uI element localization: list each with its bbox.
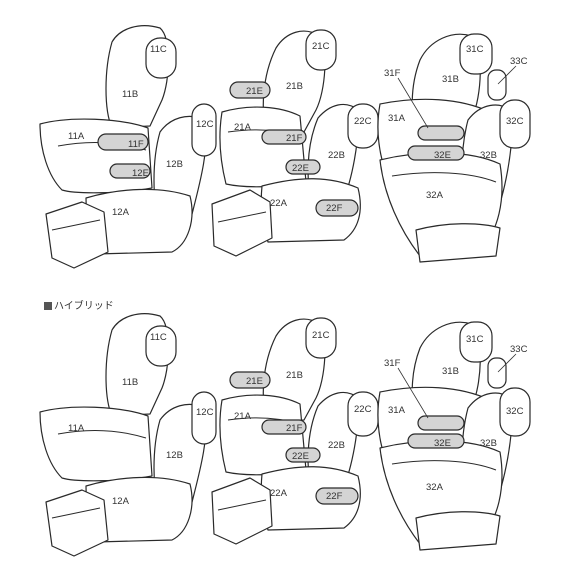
label-32C: 32C <box>506 116 524 127</box>
label-21F-hybrid: 21F <box>286 423 303 434</box>
leader-33C <box>497 65 517 85</box>
label-22A-hybrid: 22A <box>270 488 288 499</box>
label-31C-hybrid: 31C <box>466 334 484 345</box>
label-21F: 21F <box>286 133 303 144</box>
label-12A: 12A <box>112 207 130 218</box>
label-32A: 32A <box>426 190 444 201</box>
label-21A-hybrid: 21A <box>234 411 252 422</box>
label-32B-hybrid: 32B <box>480 438 497 449</box>
part-21E <box>229 81 271 99</box>
label-12C: 12C <box>196 119 214 130</box>
label-22B: 22B <box>328 150 345 161</box>
label-31A-hybrid: 31A <box>388 405 406 416</box>
label-12C-hybrid: 12C <box>196 407 214 418</box>
label-33C: 33C <box>510 56 528 67</box>
part-22F <box>315 199 359 217</box>
leader-31F-hybrid <box>397 367 429 419</box>
part-21F-hybrid <box>261 419 307 435</box>
leader-31F <box>397 77 429 129</box>
part-31F <box>417 125 465 141</box>
label-31F: 31F <box>384 68 401 79</box>
part-32E-hybrid <box>407 433 465 449</box>
label-31B: 31B <box>442 74 459 85</box>
label-11B-hybrid: 11B <box>122 377 138 388</box>
label-12B-hybrid: 12B <box>166 450 183 461</box>
label-31B-hybrid: 31B <box>442 366 459 377</box>
label-21C-hybrid: 21C <box>312 330 330 341</box>
label-31A: 31A <box>388 113 406 124</box>
label-22F: 22F <box>326 203 343 214</box>
label-22A: 22A <box>270 198 288 209</box>
part-11F <box>97 133 149 151</box>
label-21B: 21B <box>286 81 303 92</box>
label-21B-hybrid: 21B <box>286 370 303 381</box>
label-11A-hybrid: 11A <box>68 423 85 434</box>
label-31C: 31C <box>466 44 484 55</box>
label-22F-hybrid: 22F <box>326 491 343 502</box>
upper-panel: 11C 11B 11A 11F 12C 12E 12B 12A 21C 21E … <box>39 25 531 269</box>
label-32A-hybrid: 32A <box>426 482 444 493</box>
row1-seats-hybrid <box>39 313 217 557</box>
label-21C: 21C <box>312 41 330 52</box>
label-11F: 11F <box>128 139 144 150</box>
part-31F-hybrid <box>417 415 465 431</box>
part-22E <box>285 159 321 175</box>
label-11B: 11B <box>122 89 138 100</box>
label-22E: 22E <box>292 163 309 174</box>
square-bullet-icon <box>44 302 52 310</box>
label-12A-hybrid: 12A <box>112 496 130 507</box>
label-21A: 21A <box>234 122 252 133</box>
label-32B: 32B <box>480 150 497 161</box>
label-12B: 12B <box>166 159 183 170</box>
section-heading: ハイブリッド <box>44 297 114 312</box>
label-12E: 12E <box>132 168 149 179</box>
label-32C-hybrid: 32C <box>506 406 524 417</box>
label-33C-hybrid: 33C <box>510 344 528 355</box>
label-32E-hybrid: 32E <box>434 438 451 449</box>
label-22C-hybrid: 22C <box>354 404 372 415</box>
lower-panel: 11C 11B 11A 12C 12B 12A 21C 21E 21B 21A … <box>39 313 531 557</box>
part-22F-hybrid <box>315 487 359 505</box>
label-11C-hybrid: 11C <box>150 332 167 343</box>
label-31F-hybrid: 31F <box>384 358 401 369</box>
part-22E-hybrid <box>285 447 321 463</box>
label-21E: 21E <box>246 86 263 97</box>
label-22B-hybrid: 22B <box>328 440 345 451</box>
leader-33C-hybrid <box>497 353 517 373</box>
label-11A: 11A <box>68 131 85 142</box>
label-32E: 32E <box>434 150 451 161</box>
part-12E <box>109 163 151 179</box>
section-heading-text: ハイブリッド <box>54 301 114 312</box>
part-21F <box>261 129 307 145</box>
label-22E-hybrid: 22E <box>292 451 309 462</box>
part-32E <box>407 145 465 161</box>
label-11C: 11C <box>150 44 167 55</box>
label-21E-hybrid: 21E <box>246 376 263 387</box>
label-22C: 22C <box>354 116 372 127</box>
part-21E-hybrid <box>229 371 271 389</box>
